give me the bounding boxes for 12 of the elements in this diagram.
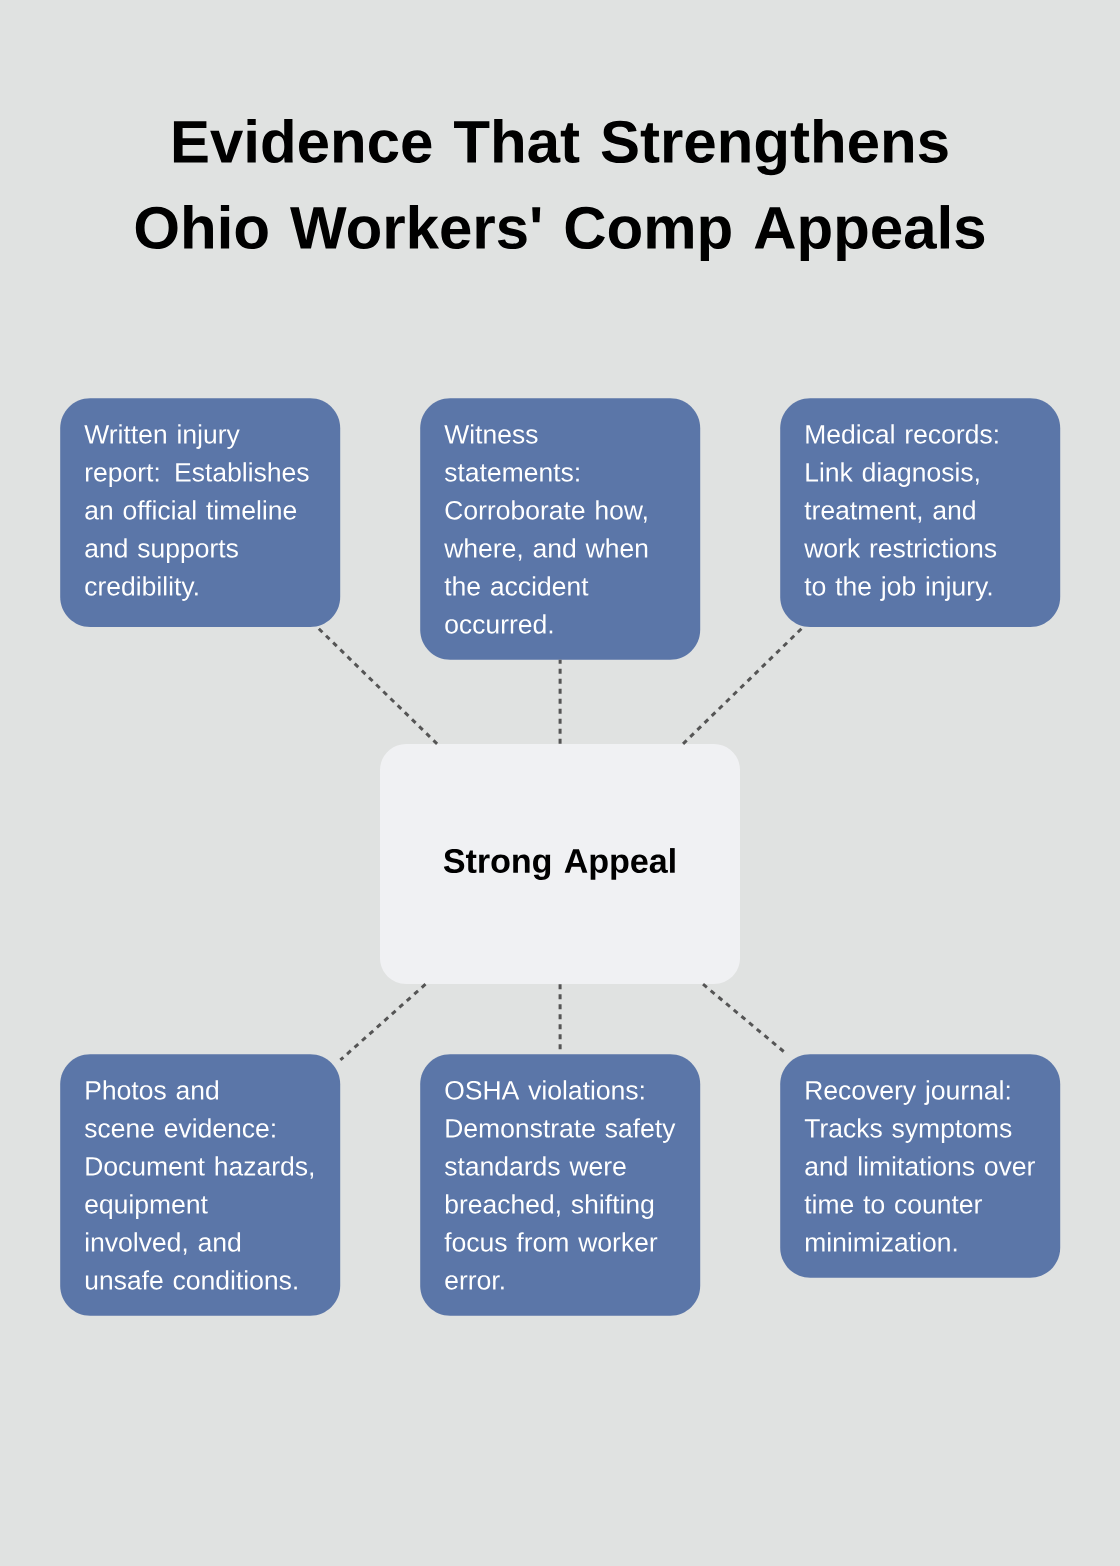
evidence-card: Recovery journal: Tracks symptoms and limitations over time to counter minimization. xyxy=(780,1054,1061,1278)
connector-line xyxy=(558,659,562,744)
evidence-card: Medical records: Link diagnosis, treatment, and work restrictions to the job injury. xyxy=(780,398,1061,627)
title: Evidence That Strengthens Ohio Workers' Comp Appeals xyxy=(135,119,985,261)
connector-line xyxy=(339,983,427,1062)
connector-line xyxy=(316,626,439,745)
connector-line xyxy=(682,626,805,745)
evidence-card: Photos and scene evidence: Document hazards, equipment involved, and unsafe conditions. xyxy=(60,1054,341,1316)
evidence-card: OSHA violations: Demonstrate safety standards were breached, shifting focus from worker error. xyxy=(420,1054,701,1316)
hub-box: Strong Appeal xyxy=(380,744,740,984)
evidence-card: Written injury report: Establishes an official timeline and supports credibility. xyxy=(60,398,341,627)
evidence-card: Witness statements: Corroborate how, where, and when the accident occurred. xyxy=(420,398,701,660)
